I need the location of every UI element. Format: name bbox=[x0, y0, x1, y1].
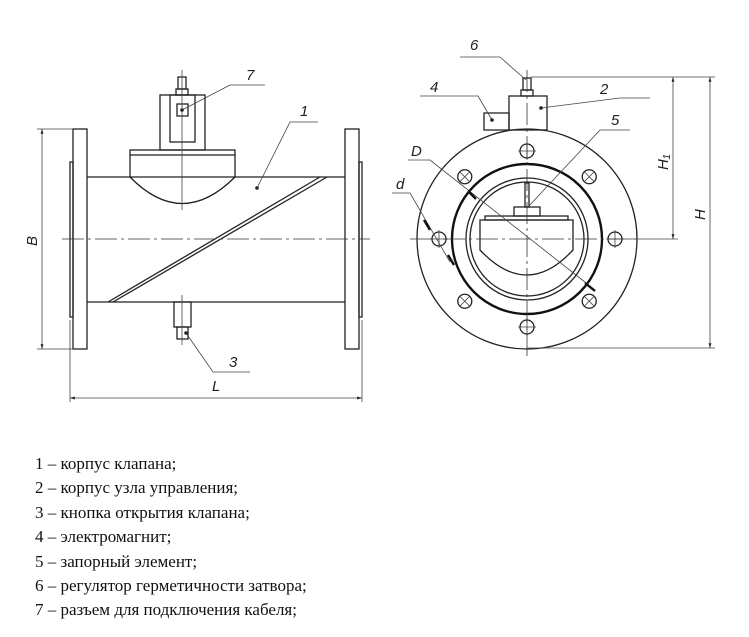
dimension-D-label: D bbox=[411, 143, 422, 160]
legend-item: 7 – разъем для подключения кабеля; bbox=[35, 600, 297, 620]
bolt-hole bbox=[581, 293, 597, 309]
legend-item: 3 – кнопка открытия клапана; bbox=[35, 502, 250, 522]
connector bbox=[176, 103, 189, 117]
bolt-hole bbox=[457, 293, 473, 309]
dimension-L-label: L bbox=[212, 378, 220, 395]
front-view: 6 4 2 5 D d H₁ H bbox=[392, 37, 715, 360]
callout-5: 5 bbox=[611, 112, 620, 129]
callout-7: 7 bbox=[246, 67, 255, 84]
dimension-B-label: B bbox=[24, 236, 41, 246]
side-view: 7 1 3 B L bbox=[24, 67, 370, 402]
bolt-hole bbox=[581, 169, 597, 185]
electromagnet bbox=[483, 112, 510, 131]
legend-item: 5 – запорный элемент; bbox=[35, 551, 198, 571]
legend: 1 – корпус клапана; 2 – корпус узла упра… bbox=[35, 452, 307, 623]
dimension-H1-label: H₁ bbox=[655, 154, 672, 170]
callout-4: 4 bbox=[430, 79, 438, 96]
open-button bbox=[173, 301, 192, 328]
dimension-H-label: H bbox=[692, 209, 709, 220]
legend-item: 2 – корпус узла управления; bbox=[35, 478, 238, 498]
legend-item: 6 – регулятор герметичности затвора; bbox=[35, 576, 307, 596]
callout-6: 6 bbox=[470, 37, 479, 54]
top-cap bbox=[129, 149, 236, 156]
legend-item: 1 – корпус клапана; bbox=[35, 454, 177, 473]
legend-item: 4 – электромагнит; bbox=[35, 527, 172, 547]
shutoff-disc bbox=[479, 219, 574, 276]
callout-1: 1 bbox=[300, 103, 308, 120]
callout-3: 3 bbox=[229, 354, 238, 371]
control-unit-housing bbox=[508, 95, 548, 131]
callout-2: 2 bbox=[599, 81, 609, 98]
bolt-hole bbox=[457, 169, 473, 185]
valve-drawing: 7 1 3 B L bbox=[24, 37, 715, 402]
dimension-d-label: d bbox=[396, 176, 405, 193]
